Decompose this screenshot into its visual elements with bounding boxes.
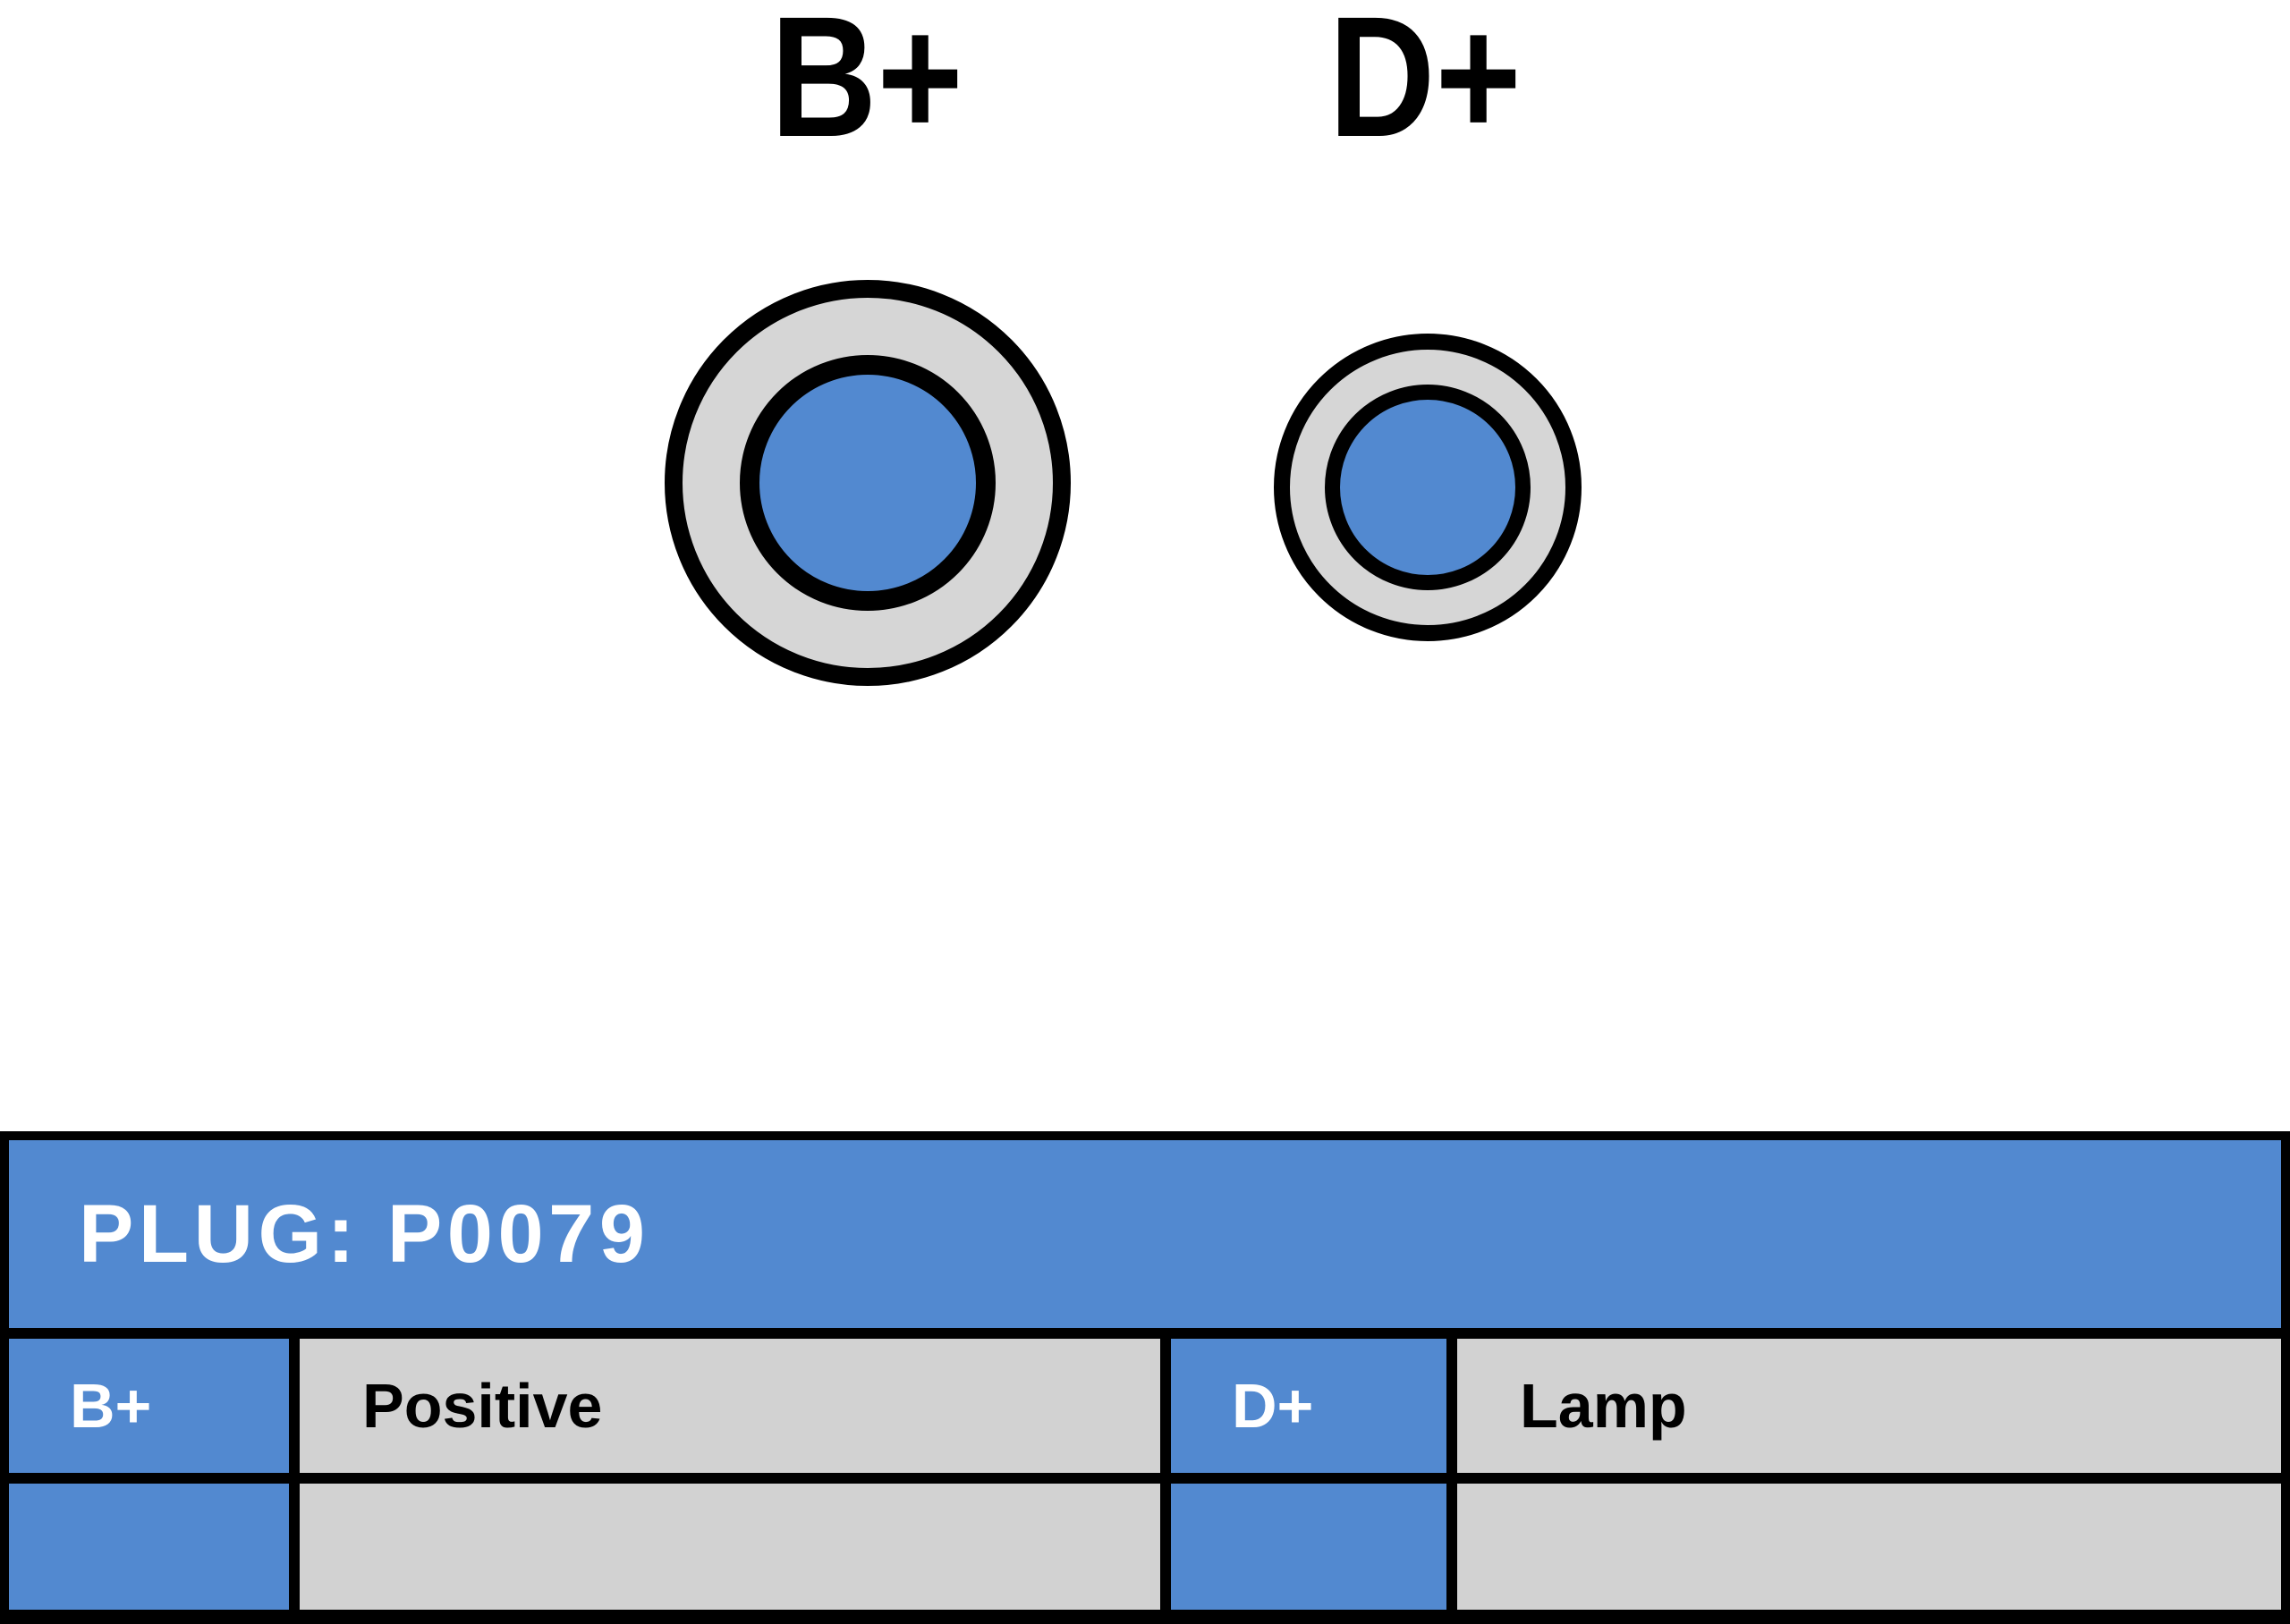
pin-cell-b-plus: B+ <box>9 1339 289 1473</box>
terminal-d-plus-circle <box>1274 334 1582 641</box>
pin-cell-empty-2 <box>1171 1484 1446 1610</box>
pin-cell-d-plus: D+ <box>1171 1339 1446 1473</box>
plug-table: PLUG: P0079 B+ Positive D+ Lamp <box>0 1131 2290 1624</box>
plug-table-title: PLUG: P0079 <box>9 1140 2281 1328</box>
terminal-label-b-plus-text: B+ <box>770 0 963 173</box>
desc-cell-empty-1 <box>300 1484 1160 1610</box>
terminal-label-d-plus: D+ <box>1313 0 1538 163</box>
desc-cell-empty-2 <box>1457 1484 2281 1610</box>
terminal-label-b-plus: B+ <box>755 0 980 163</box>
terminal-label-d-plus-text: D+ <box>1328 0 1522 173</box>
pin-cell-empty-1 <box>9 1484 289 1610</box>
desc-cell-lamp: Lamp <box>1457 1339 2281 1473</box>
terminal-d-plus-core <box>1325 385 1531 590</box>
desc-cell-positive: Positive <box>300 1339 1160 1473</box>
terminal-b-plus-circle <box>665 280 1071 686</box>
terminal-b-plus-core <box>740 355 996 611</box>
